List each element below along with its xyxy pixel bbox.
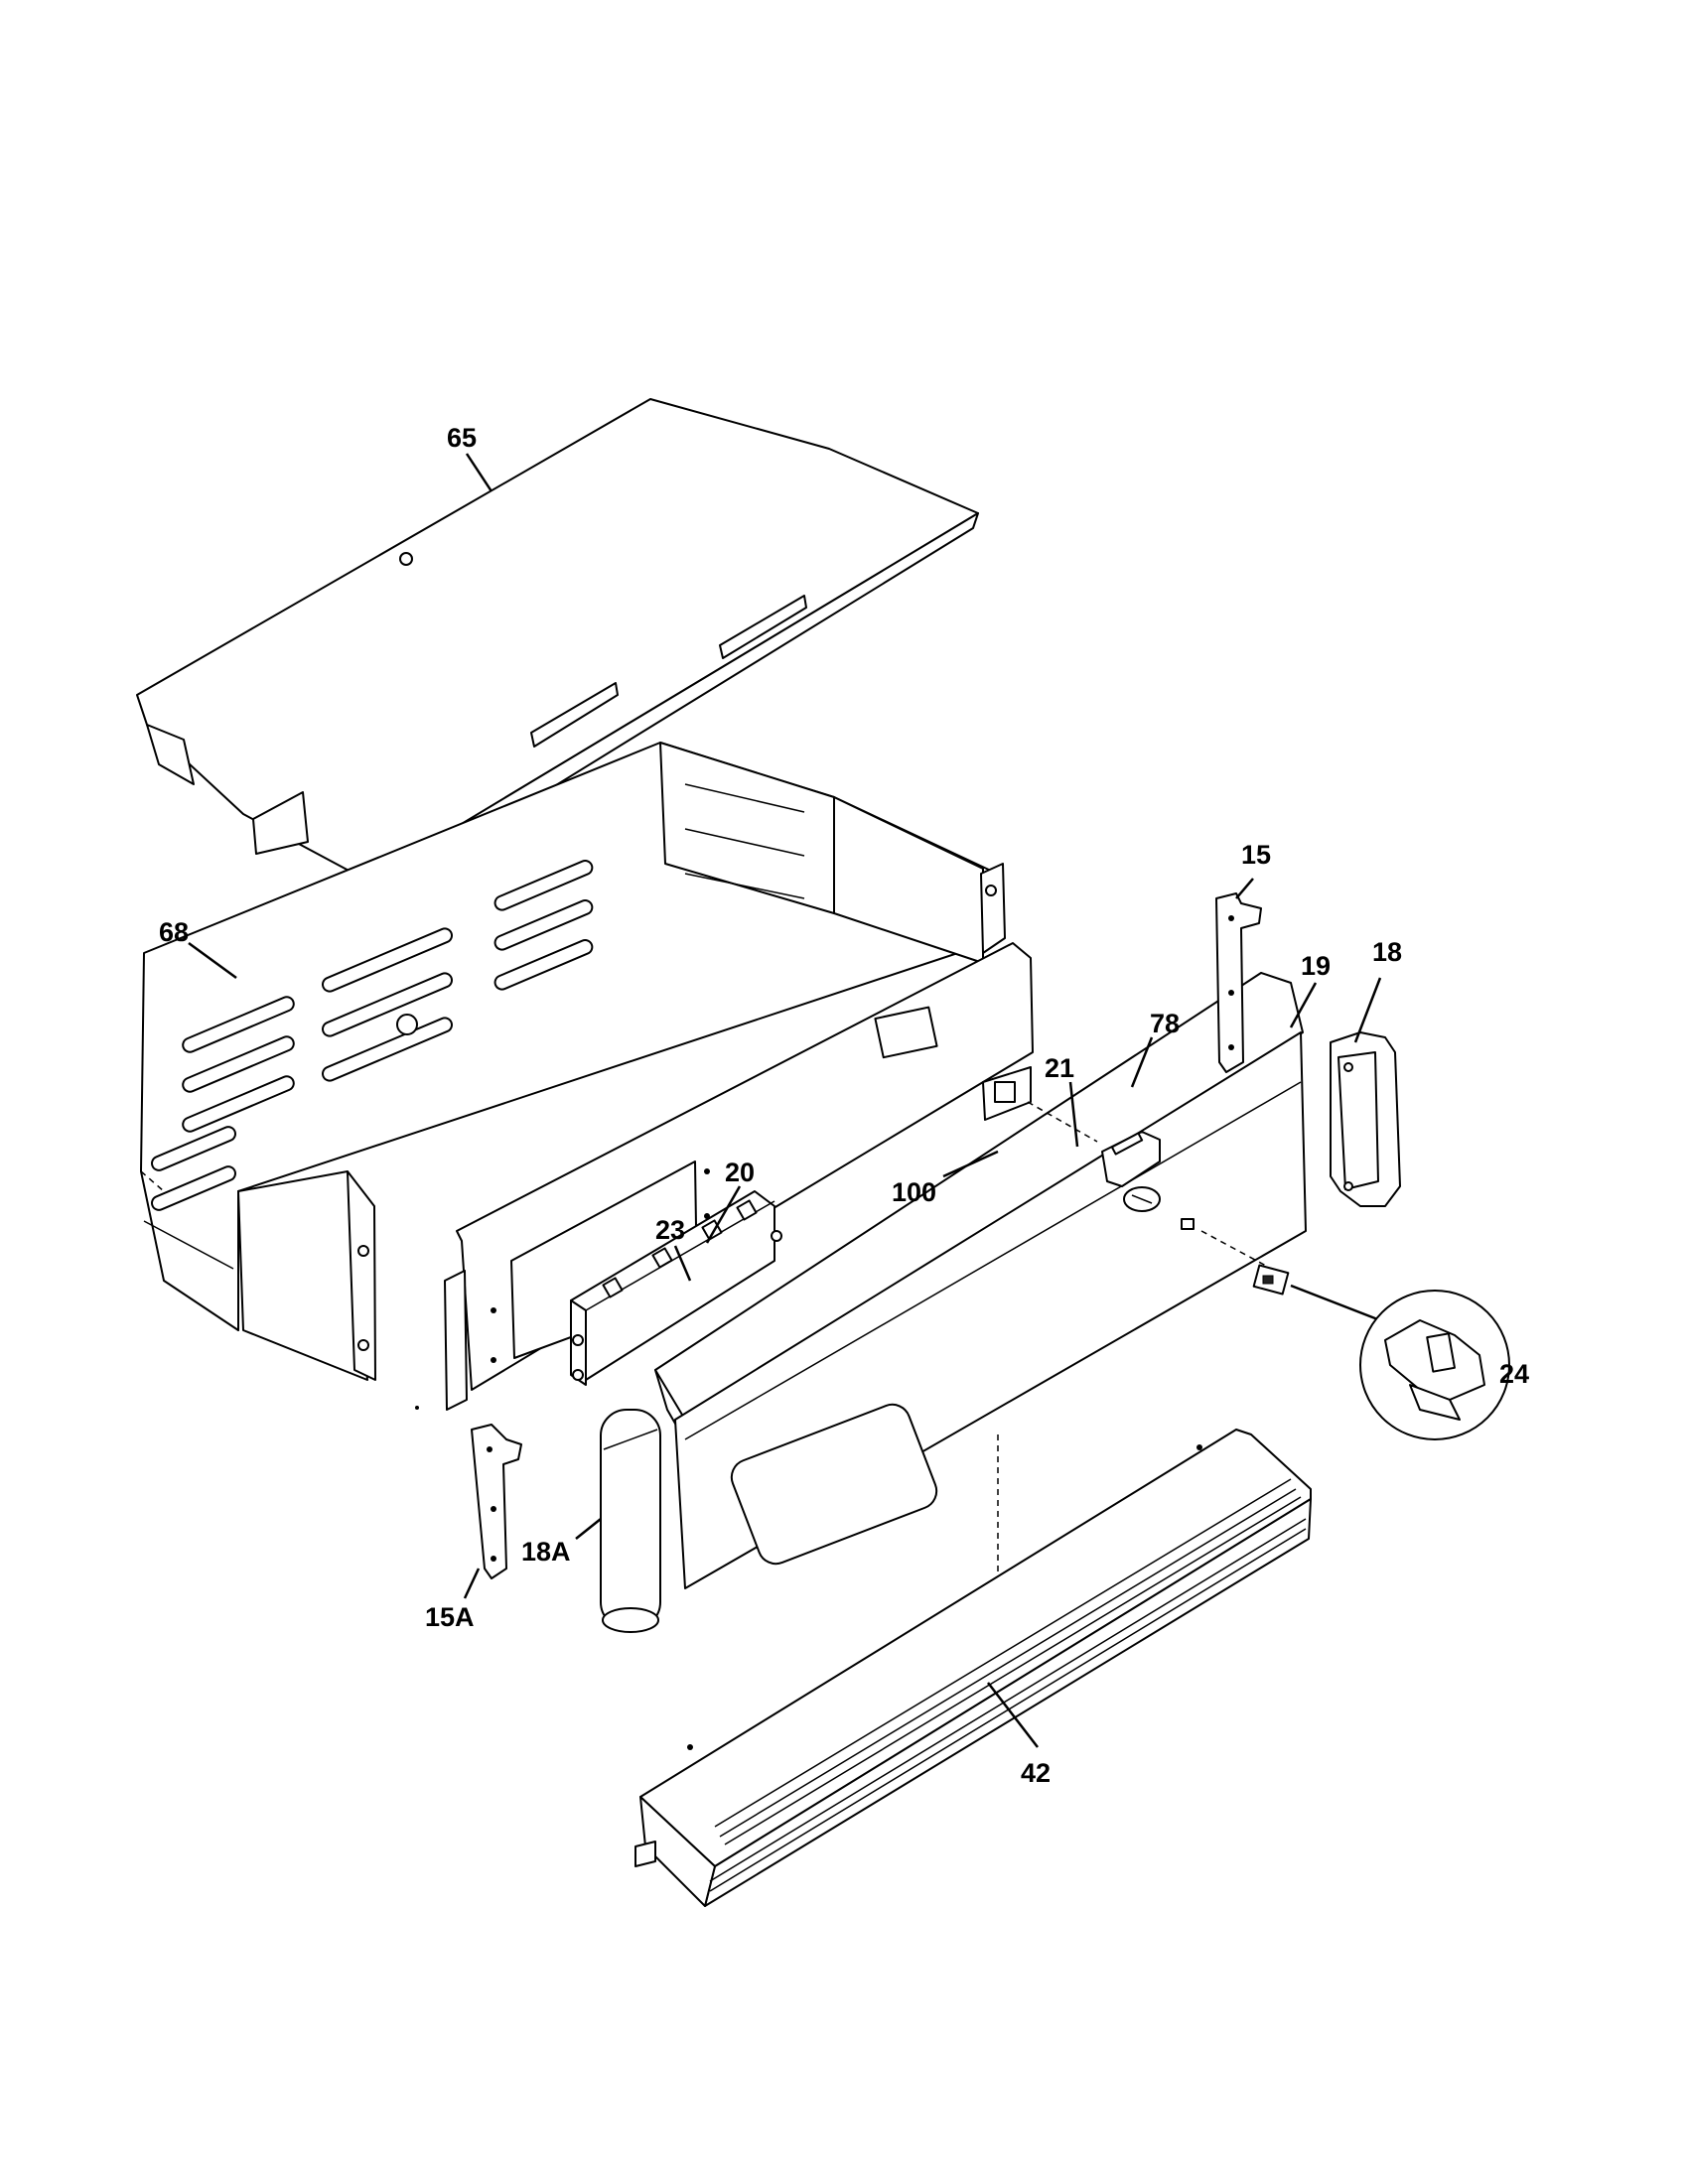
part-15-right-bracket [1215,892,1262,1073]
part-21-console-panel [654,972,1307,1593]
part-100-gasket [982,1066,1032,1121]
vent-slots-left [151,860,594,1211]
callout-18A: 18A [521,1537,571,1567]
callout-78: 78 [1150,1009,1180,1038]
callout-18: 18 [1372,937,1402,967]
part-68-wrapper-housing [140,742,1006,1381]
part-18A-left-endcap [600,1409,661,1633]
callout-42: 42 [1021,1758,1051,1788]
callout-19: 19 [1301,951,1331,981]
part-78-plug [1101,1131,1161,1212]
leader-lines [188,453,1382,1748]
callout-20: 20 [725,1158,755,1187]
callout-21: 21 [1045,1053,1074,1083]
callout-65: 65 [447,423,477,453]
callout-100: 100 [892,1177,936,1207]
callout-23: 23 [655,1215,685,1245]
part-42-bottom-trim [634,1429,1312,1907]
part-24-switch [1252,1264,1510,1440]
callout-15: 15 [1241,840,1271,870]
callout-68: 68 [159,917,189,947]
callout-labels: 65 68 23 20 100 21 78 15 19 18 24 18A 15… [159,423,1529,1788]
callout-15A: 15A [425,1602,475,1632]
part-15A-left-bracket [415,1406,522,1579]
callout-24: 24 [1499,1359,1529,1389]
part-18-right-endcap [1330,1031,1401,1207]
